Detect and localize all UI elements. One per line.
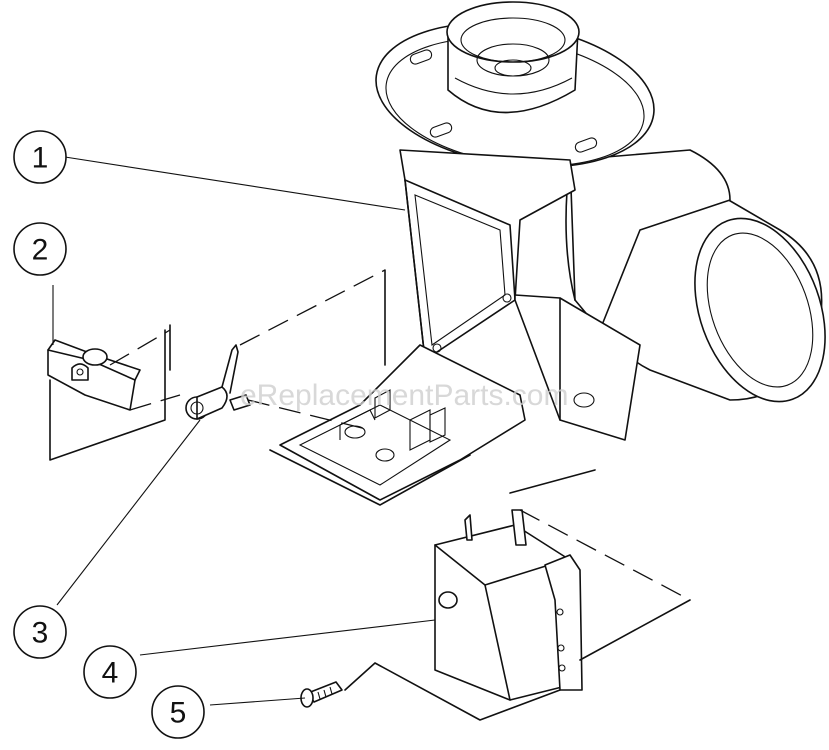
callout-2-label: 2 xyxy=(32,234,49,267)
callout-3: 3 xyxy=(13,605,67,659)
bracket-part xyxy=(47,339,141,411)
callout-4-label: 4 xyxy=(102,657,119,690)
blower-assembly xyxy=(269,1,826,506)
callout-4: 4 xyxy=(83,645,137,699)
assembly-lines xyxy=(49,269,691,721)
callout-3-label: 3 xyxy=(32,617,49,650)
callout-5-label: 5 xyxy=(170,697,187,730)
screw-part xyxy=(300,681,343,708)
control-box-part xyxy=(434,509,583,701)
callout-1: 1 xyxy=(13,130,67,184)
callout-1-label: 1 xyxy=(32,142,49,175)
thermal-switch-part xyxy=(185,344,251,420)
callout-5: 5 xyxy=(151,685,205,739)
leader-lines xyxy=(52,156,436,706)
callout-2: 2 xyxy=(13,222,67,276)
watermark-text: eReplacementParts.com xyxy=(240,379,568,412)
